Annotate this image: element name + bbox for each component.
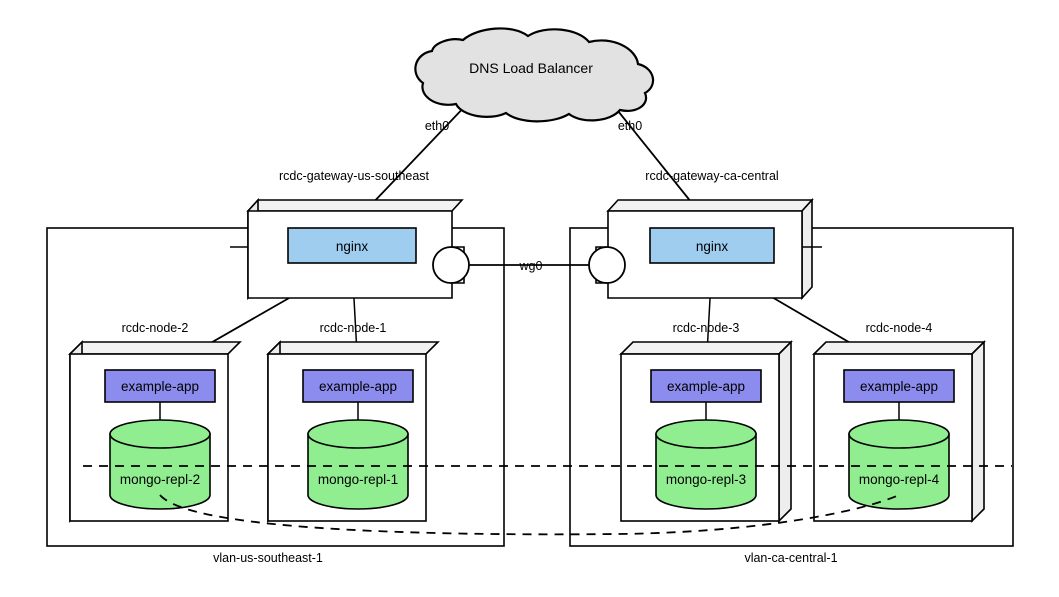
gateway-left-label: rcdc-gateway-us-southeast (279, 169, 430, 183)
dns-load-balancer: DNS Load Balancer (414, 27, 655, 123)
node-3-database[interactable]: mongo-repl-3 (655, 419, 757, 510)
node-3-db-cylinder-body (655, 433, 757, 510)
gateway-left-wg0-interface[interactable] (432, 246, 470, 284)
node-3-label: rcdc-node-3 (673, 321, 740, 335)
node-1-app-label: example-app (319, 379, 397, 394)
node-rcdc-node-2[interactable]: rcdc-node-2 example-app mongo-repl-2 (68, 321, 242, 523)
node-3-db-label: mongo-repl-3 (666, 472, 746, 487)
node-2-db-label: mongo-repl-2 (120, 472, 200, 487)
node-rcdc-node-3[interactable]: rcdc-node-3 example-app mongo-repl-3 (619, 321, 793, 523)
gateway-right-nginx-label: nginx (696, 239, 729, 254)
node-4-label: rcdc-node-4 (866, 321, 933, 335)
node-4-db-label: mongo-repl-4 (859, 472, 940, 487)
node-3-side-face (778, 340, 792, 523)
node-4-db-cylinder-body (848, 433, 950, 510)
node-3-top-face (619, 341, 793, 355)
node-4-db-cylinder-top (848, 419, 950, 449)
node-3-app-box[interactable] (650, 369, 762, 403)
node-1-db-cylinder-body (307, 433, 409, 510)
gateway-right-side-face (801, 197, 813, 301)
node-rcdc-node-1[interactable]: rcdc-node-1 example-app mongo-repl-1 (266, 321, 440, 523)
gateway-us-southeast[interactable]: rcdc-gateway-us-southeast nginx (230, 169, 470, 301)
node-2-db-cylinder-top (109, 419, 211, 449)
node-4-database[interactable]: mongo-repl-4 (848, 419, 950, 510)
iface-label-eth0-left: eth0 (425, 119, 449, 133)
node-1-app-box[interactable] (302, 369, 414, 403)
node-3-app-label: example-app (667, 379, 745, 394)
node-1-label: rcdc-node-1 (320, 321, 387, 335)
node-4-top-face (812, 341, 986, 355)
node-4-side-face (971, 340, 985, 523)
node-4-app-box[interactable] (843, 369, 955, 403)
gateway-ca-central[interactable]: rcdc-gateway-ca-central nginx (588, 169, 822, 301)
node-2-label: rcdc-node-2 (122, 321, 189, 335)
node-2-top-face (68, 341, 242, 355)
node-rcdc-node-4[interactable]: rcdc-node-4 example-app mongo-repl-4 (812, 321, 986, 523)
vlan-label-ca-central: vlan-ca-central-1 (744, 551, 837, 565)
cloud-icon (414, 27, 655, 123)
gateway-right-label: rcdc-gateway-ca-central (645, 169, 778, 183)
iface-label-wg0: wg0 (519, 259, 543, 273)
node-1-db-label: mongo-repl-1 (318, 472, 398, 487)
vlan-label-us-southeast: vlan-us-southeast-1 (213, 551, 323, 565)
iface-label-eth0-right: eth0 (618, 119, 642, 133)
gateway-right-top-face (606, 199, 814, 212)
node-4-app-label: example-app (860, 379, 938, 394)
cloud-label: DNS Load Balancer (469, 60, 593, 76)
gateway-right-nginx-box[interactable] (649, 227, 775, 264)
gateway-right-wg0-interface[interactable] (588, 246, 626, 284)
node-1-db-cylinder-top (307, 419, 409, 449)
gateway-left-top-face (246, 199, 464, 212)
gateway-left-nginx-box[interactable] (287, 227, 417, 264)
node-1-top-face (266, 341, 440, 355)
node-2-app-label: example-app (121, 379, 199, 394)
node-2-db-cylinder-body (109, 433, 211, 510)
replication-link-curved (159, 494, 900, 536)
node-3-db-cylinder-top (655, 419, 757, 449)
node-2-app-box[interactable] (104, 369, 216, 403)
gateway-left-nginx-label: nginx (336, 239, 369, 254)
node-1-database[interactable]: mongo-repl-1 (307, 419, 409, 510)
node-2-database[interactable]: mongo-repl-2 (109, 419, 211, 510)
